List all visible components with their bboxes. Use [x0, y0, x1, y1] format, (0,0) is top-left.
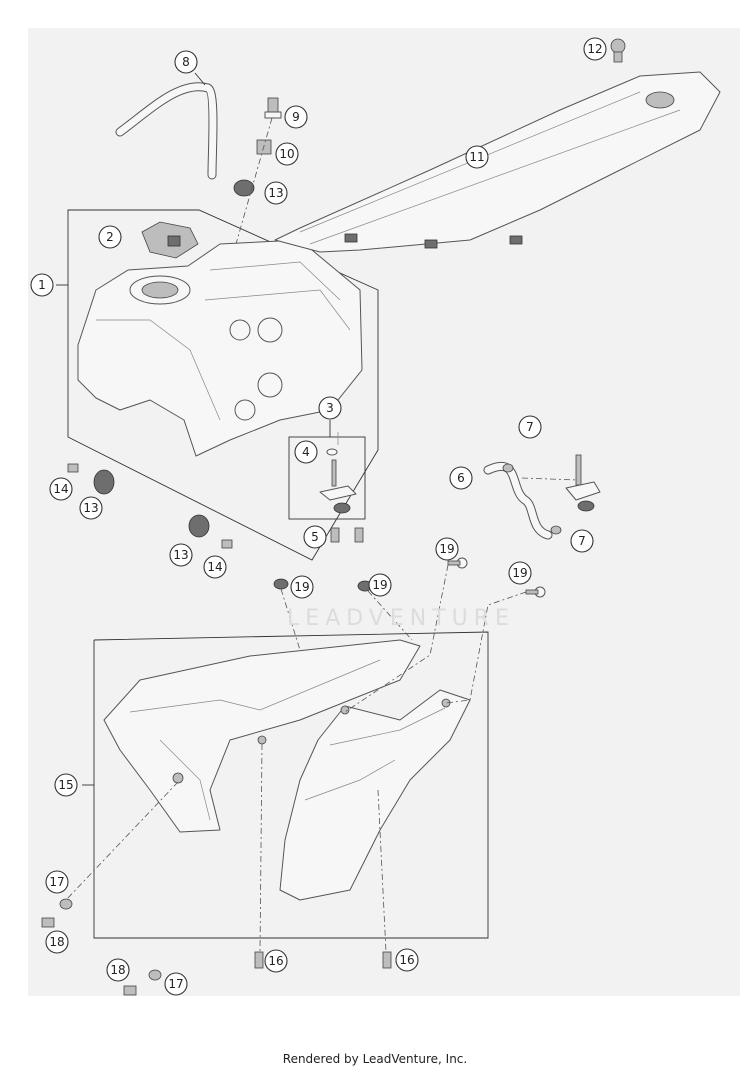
callout-4: 4 [294, 440, 318, 464]
rubber-bushing [93, 469, 115, 495]
svg-text:17: 17 [168, 977, 183, 991]
callout-16: 16 [395, 948, 419, 972]
svg-text:2: 2 [106, 230, 114, 244]
diagram-area: 1 2 3 4 5 6 7 7 8 9 10 11 12 13 13 13 14… [28, 28, 740, 996]
fuel-tap-screw [354, 527, 364, 543]
callout-10: 10 [275, 142, 299, 166]
callout-19: 19 [368, 573, 392, 597]
collar-bushing [41, 917, 55, 928]
callout-9: 9 [284, 105, 308, 129]
mount-bolt [221, 539, 233, 549]
seat-screw [610, 38, 626, 63]
callout-1: 1 [30, 273, 54, 297]
hose-clamp [502, 463, 514, 473]
svg-text:18: 18 [110, 963, 125, 977]
svg-text:19: 19 [372, 578, 387, 592]
svg-text:5: 5 [311, 530, 319, 544]
svg-text:19: 19 [512, 566, 527, 580]
svg-text:18: 18 [49, 935, 64, 949]
callout-13: 13 [169, 543, 193, 567]
right-spoiler [279, 689, 471, 901]
callout-11: 11 [465, 145, 489, 169]
callout-19: 19 [435, 537, 459, 561]
callout-18: 18 [106, 958, 130, 982]
svg-text:19: 19 [439, 542, 454, 556]
callout-14: 14 [203, 555, 227, 579]
spoiler-screw-lower [382, 951, 392, 969]
svg-text:17: 17 [49, 875, 64, 889]
exploded-parts-diagram: 1 2 3 4 5 6 7 7 8 9 10 11 12 13 13 13 14… [30, 37, 721, 996]
callout-2: 2 [98, 225, 122, 249]
hose-clamp [550, 525, 562, 535]
svg-text:13: 13 [173, 548, 188, 562]
callout-18: 18 [45, 930, 69, 954]
fuel-tap-group-box [288, 436, 366, 520]
mount-bolt [67, 463, 79, 473]
spoiler-grommet [273, 578, 289, 590]
rubber-bushing [188, 514, 210, 538]
callout-17: 17 [164, 972, 188, 996]
callout-13: 13 [264, 181, 288, 205]
collar-bushing [123, 985, 137, 996]
svg-text:14: 14 [207, 560, 222, 574]
washer [148, 969, 162, 981]
watermark-text: LEADVENTURE [287, 606, 515, 631]
svg-text:16: 16 [399, 953, 414, 967]
svg-text:9: 9 [292, 110, 300, 124]
rubber-grommet [233, 179, 255, 197]
callout-12: 12 [583, 37, 607, 61]
spoiler-screw [525, 586, 546, 598]
svg-text:8: 8 [182, 55, 190, 69]
callout-19: 19 [290, 575, 314, 599]
svg-text:13: 13 [268, 186, 283, 200]
callout-7: 7 [570, 529, 594, 553]
left-spoiler [103, 639, 421, 833]
callout-14: 14 [49, 477, 73, 501]
svg-text:7: 7 [578, 534, 586, 548]
spoiler-screw [447, 557, 468, 569]
fuel-tank [77, 239, 363, 457]
svg-text:12: 12 [587, 42, 602, 56]
fuel-tap [319, 432, 357, 514]
svg-text:3: 3 [326, 401, 334, 415]
fuel-cap [141, 221, 199, 259]
callout-15: 15 [54, 773, 78, 797]
svg-text:11: 11 [469, 150, 484, 164]
svg-text:15: 15 [58, 778, 73, 792]
svg-text:1: 1 [38, 278, 46, 292]
spoiler-group-box [93, 631, 489, 939]
callout-3: 3 [318, 396, 342, 420]
callout-7: 7 [518, 415, 542, 439]
spoiler-screw-lower [254, 951, 264, 969]
svg-text:14: 14 [53, 482, 68, 496]
svg-text:13: 13 [83, 501, 98, 515]
svg-text:16: 16 [268, 954, 283, 968]
fuel-tank-group-box [67, 209, 379, 561]
footer-credit: Rendered by LeadVenture, Inc. [282, 1052, 468, 1066]
seat [274, 71, 721, 253]
svg-text:10: 10 [279, 147, 294, 161]
svg-text:4: 4 [302, 445, 310, 459]
callout-8: 8 [174, 50, 198, 74]
svg-text:7: 7 [526, 420, 534, 434]
callout-13: 13 [79, 496, 103, 520]
svg-text:19: 19 [294, 580, 309, 594]
fuel-tap-screw [330, 527, 340, 543]
callout-6: 6 [449, 466, 473, 490]
washer [59, 898, 73, 910]
callout-17: 17 [45, 870, 69, 894]
fuel-tap-assembly [565, 454, 601, 512]
callout-16: 16 [264, 949, 288, 973]
callout-19: 19 [508, 561, 532, 585]
svg-text:6: 6 [457, 471, 465, 485]
callout-5: 5 [303, 525, 327, 549]
